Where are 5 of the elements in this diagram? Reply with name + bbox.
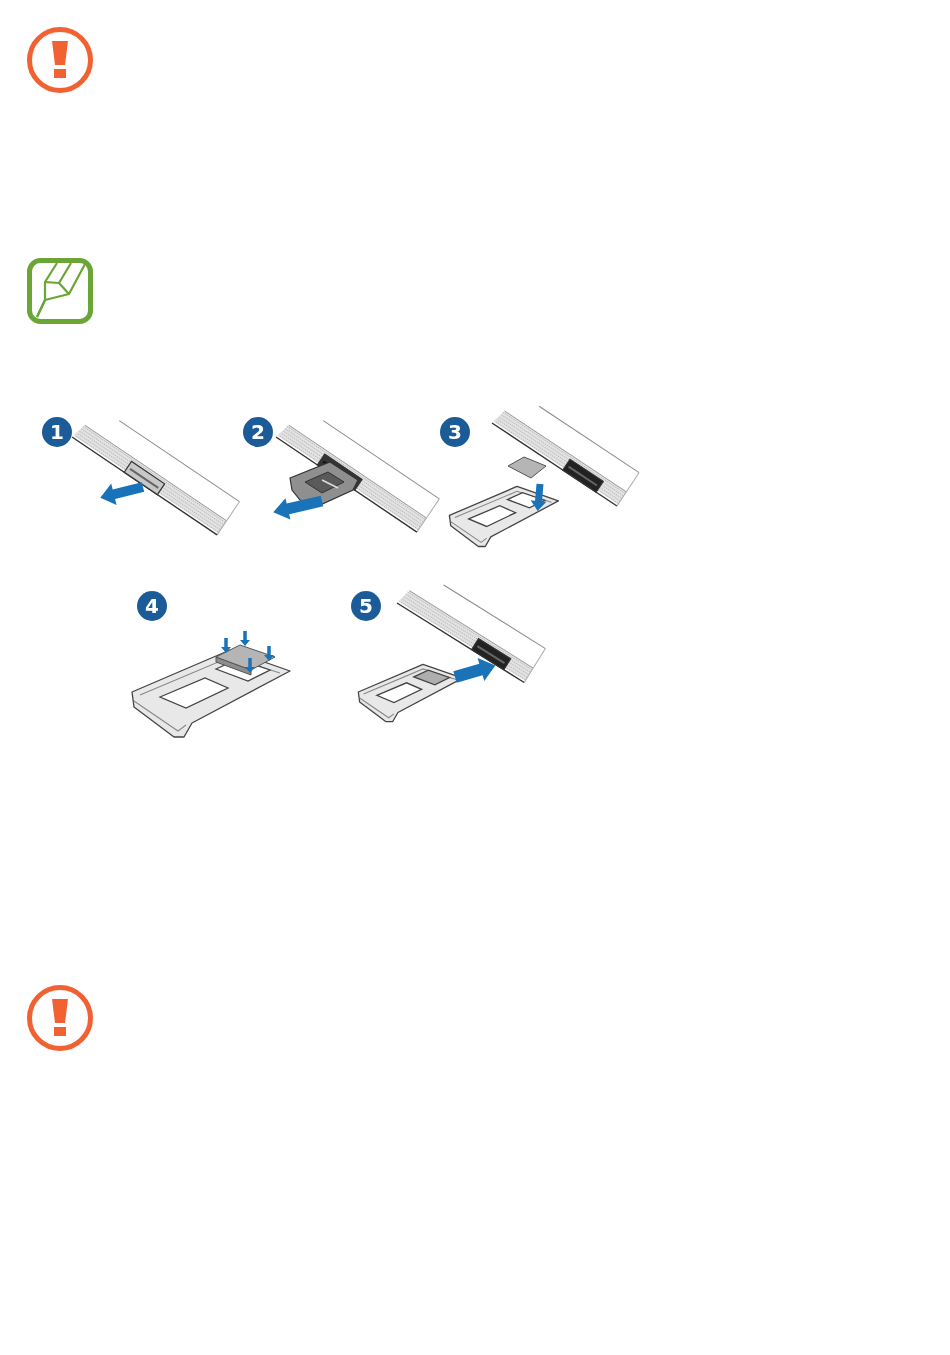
step-number: 4: [137, 591, 167, 621]
step-number: 5: [351, 591, 381, 621]
step-number: 1: [42, 417, 72, 447]
step-number: 2: [243, 417, 273, 447]
step-number: 3: [440, 417, 470, 447]
